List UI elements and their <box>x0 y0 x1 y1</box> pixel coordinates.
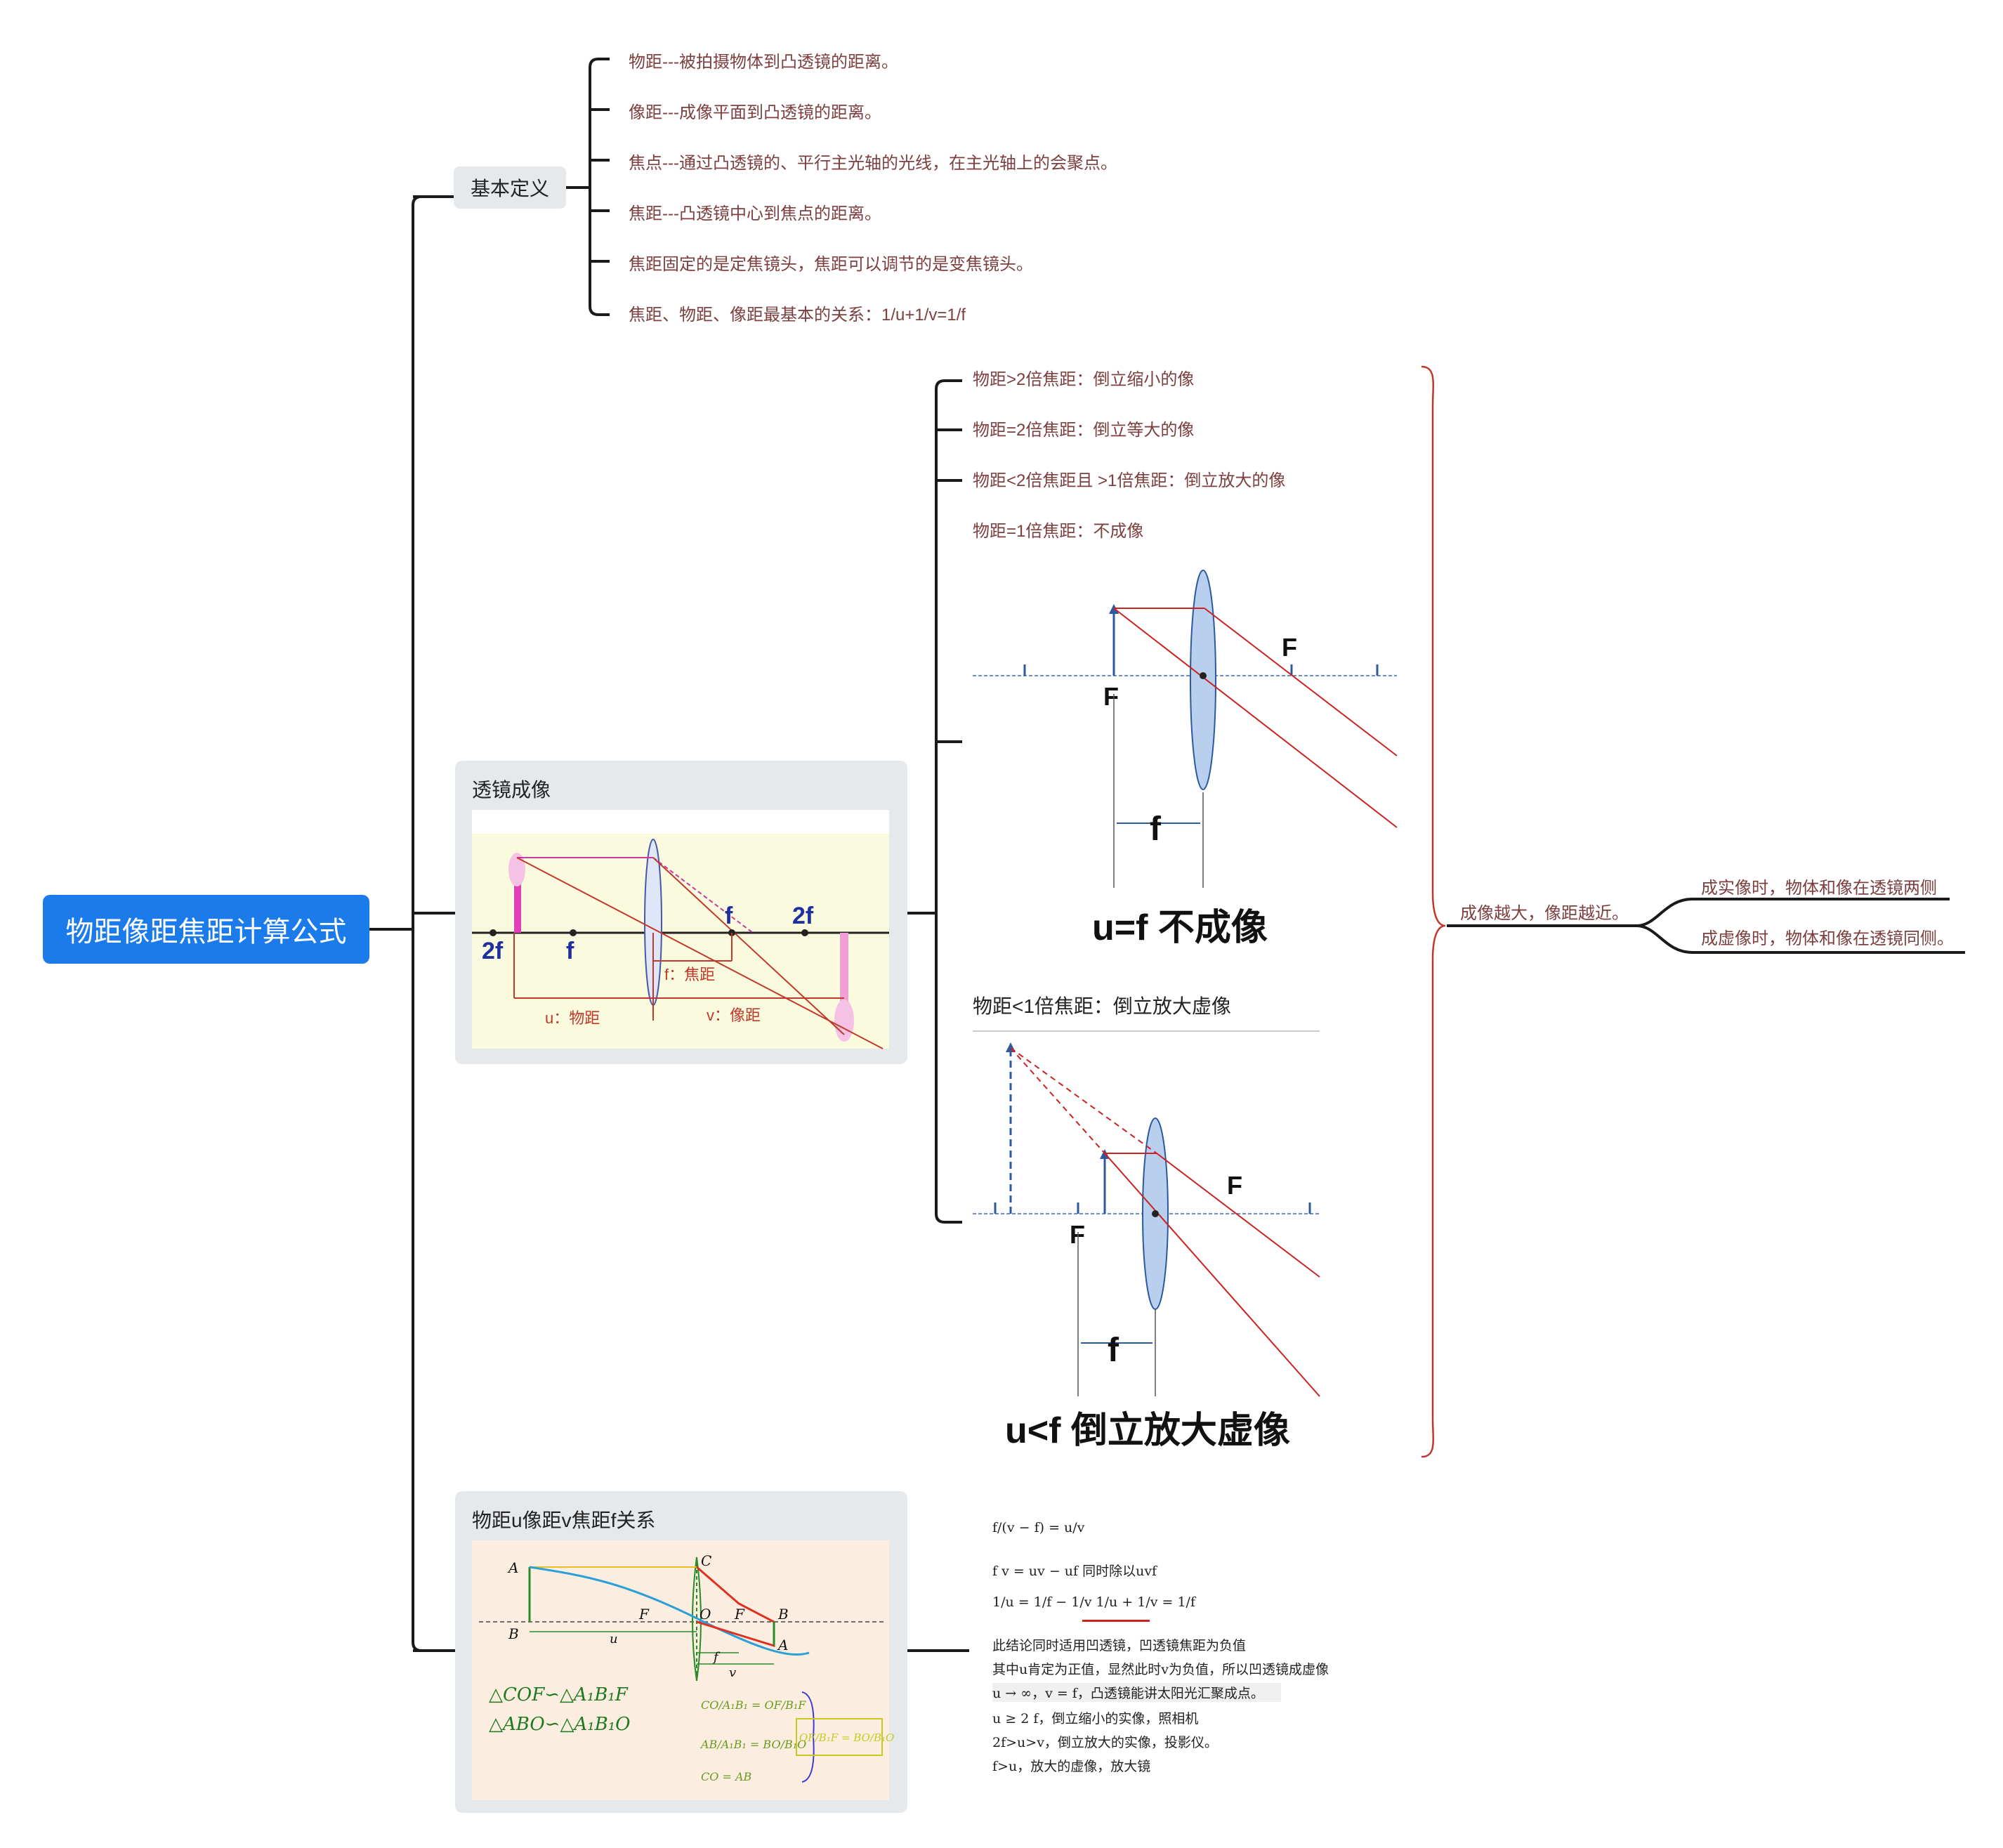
definition-item[interactable]: 焦距、物距、像距最基本的关系：1/u+1/v=1/f <box>629 306 966 325</box>
formula-line: f/(v − f) = u/v <box>992 1520 1085 1535</box>
definition-item[interactable]: 焦点---通过凸透镜的、平行主光轴的光线，在主光轴上的会聚点。 <box>629 154 1117 173</box>
ratio-result: OF/B₁F = BO/B₁O <box>799 1731 894 1744</box>
formula-line: 其中u肯定为正值，显然此时v为负值，所以凹透镜成虚像 <box>992 1662 1329 1677</box>
topic-title: 物距u像距v焦距f关系 <box>472 1509 656 1531</box>
underline-mark <box>1082 1620 1150 1622</box>
similar-triangles-2: △ABO∽△A₁B₁O <box>489 1714 631 1735</box>
case-item[interactable]: 物距=2倍焦距：倒立等大的像 <box>973 421 1195 440</box>
label-f: f <box>1150 811 1162 848</box>
ratio-equality: CO = AB <box>701 1770 751 1783</box>
relation-diagram-image: A B C F O F B A u v f △COF∽△A₁B₁F △ABO∽△… <box>472 1540 894 1800</box>
u-equals-f-image: F F f u=f 不成像 <box>973 561 1398 961</box>
case-item[interactable]: 物距=1倍焦距：不成像 <box>973 522 1144 541</box>
summary-node[interactable]: 成像越大，像距越近。 <box>1460 904 1629 923</box>
formula-line: 1/u = 1/f − 1/v 1/u + 1/v = 1/f <box>992 1594 1195 1610</box>
root-topic[interactable]: 物距像距焦距计算公式 <box>43 895 369 964</box>
point-B1: B <box>777 1606 789 1623</box>
label-F-right: F <box>1282 633 1297 662</box>
formula-line: 此结论同时适用凹透镜，凹透镜焦距为负值 <box>992 1638 1247 1653</box>
formula-line: u ≥ 2 f，倒立缩小的实像，照相机 <box>992 1711 1199 1726</box>
label-2f-left: 2f <box>482 938 504 964</box>
label-u: u <box>610 1632 618 1646</box>
point-A: A <box>507 1559 518 1576</box>
case-item[interactable]: 物距<2倍焦距且 >1倍焦距：倒立放大的像 <box>973 471 1286 490</box>
summary-child-real[interactable]: 成实像时，物体和像在透镜两侧 <box>1701 879 1937 898</box>
brace <box>1421 365 1446 1458</box>
label-focal: f：焦距 <box>664 966 715 983</box>
topic-lens-imaging[interactable]: 透镜成像 2f f f 2f f：焦距 <box>455 761 907 1064</box>
formula-line: u → ∞，v = f，凸透镜能讲太阳光汇聚成点。 <box>992 1683 1281 1702</box>
virtual-image-title[interactable]: 物距<1倍焦距：倒立放大虚像 <box>973 995 1231 1017</box>
label-u-distance: u：物距 <box>545 1009 600 1027</box>
definition-item[interactable]: 物距---被拍摄物体到凸透镜的距离。 <box>629 53 898 72</box>
topic-uvf-relation[interactable]: 物距u像距v焦距f关系 A B C F O F B A u v f △COF∽△… <box>455 1491 907 1813</box>
definition-item[interactable]: 焦距固定的是定焦镜头，焦距可以调节的是变焦镜头。 <box>629 255 1033 274</box>
topic-basic-definitions[interactable]: 基本定义 <box>454 166 566 209</box>
label-v-distance: v：像距 <box>707 1007 761 1024</box>
label-F-left: F <box>1070 1220 1085 1249</box>
label-f: f <box>1108 1332 1119 1369</box>
point-O: O <box>700 1606 711 1623</box>
label-v: v <box>729 1665 736 1680</box>
point-B: B <box>508 1625 519 1642</box>
formula-line: f>u，放大的虚像，放大镜 <box>992 1759 1151 1774</box>
summary-child-virtual[interactable]: 成虚像时，物体和像在透镜同侧。 <box>1701 929 1954 948</box>
label-f: f <box>712 1650 721 1665</box>
similar-triangles-1: △COF∽△A₁B₁F <box>489 1684 629 1705</box>
ratio-1: CO/A₁B₁ = OF/B₁F <box>701 1698 806 1712</box>
point-C: C <box>701 1552 711 1569</box>
label-f-right: f <box>725 903 733 929</box>
label-F-left: F <box>1103 682 1119 711</box>
formula-line: f v = uv − uf 同时除以uvf <box>992 1564 1157 1579</box>
definition-item[interactable]: 像距---成像平面到凸透镜的距离。 <box>629 103 881 122</box>
topic-title: 透镜成像 <box>472 779 551 801</box>
label-f-left: f <box>566 938 574 964</box>
u-less-than-f-image: F F f u<f 倒立放大虚像 <box>973 1030 1320 1453</box>
label-F-right: F <box>1227 1171 1242 1200</box>
caption-u-equals-f: u=f 不成像 <box>1092 907 1268 948</box>
definition-item[interactable]: 焦距---凸透镜中心到焦点的距离。 <box>629 204 881 223</box>
ratio-2: AB/A₁B₁ = BO/B₁O <box>700 1738 806 1751</box>
lens-diagram-image: 2f f f 2f f：焦距 u：物距 v：像距 <box>472 810 889 1049</box>
formula-line: 2f>u>v，倒立放大的实像，投影仪。 <box>992 1735 1218 1750</box>
point-A1: A <box>777 1637 788 1653</box>
point-F: F <box>638 1606 650 1623</box>
caption-u-less-than-f: u<f 倒立放大虚像 <box>1005 1410 1290 1451</box>
case-item[interactable]: 物距>2倍焦距：倒立缩小的像 <box>973 370 1195 389</box>
label-2f-right: 2f <box>792 903 814 929</box>
point-F2: F <box>734 1606 745 1623</box>
